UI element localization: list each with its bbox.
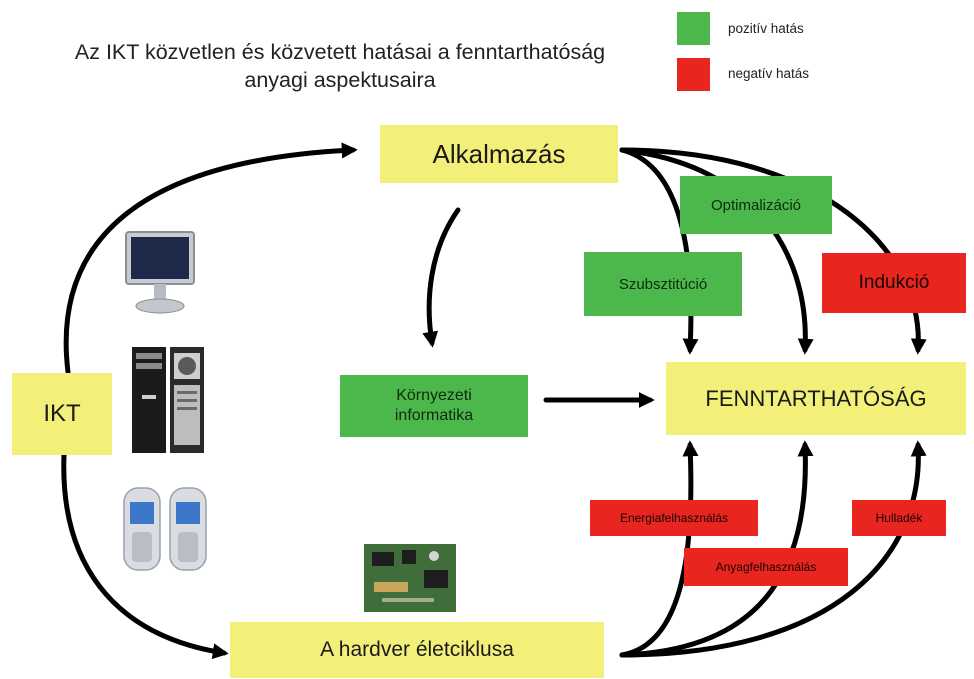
arrow-alkalmazas-to-kornyezeti [422, 207, 461, 348]
node-hardver-eletciklusa: A hardver életciklusa [230, 622, 604, 678]
node-kornyezeti-line1: Környezeti [396, 387, 472, 404]
arrow-hardver-energia [619, 440, 699, 658]
effect-hulladek: Hulladék [852, 500, 946, 536]
mobile-phones-icon [123, 487, 207, 571]
legend-positive-label: pozitív hatás [728, 21, 804, 36]
effect-anyagfelhasznalas: Anyagfelhasználás [684, 548, 848, 586]
legend-positive-swatch [677, 12, 710, 45]
diagram-title-line1: Az IKT közvetlen és közvetett hatásai a … [74, 40, 606, 64]
legend-negative-swatch [677, 58, 710, 91]
node-ikt: IKT [12, 373, 112, 455]
circuit-board-icon [364, 544, 456, 612]
effect-indukcio: Indukció [822, 253, 966, 313]
node-fenntarthatosag: FENNTARTHATÓSÁG [666, 362, 966, 435]
effect-optimalizacio: Optimalizáció [680, 176, 832, 234]
effect-energiafelhasznalas: Energiafelhasználás [590, 500, 758, 536]
arrow-ikt-to-hardver [61, 452, 229, 660]
node-kornyezeti-informatika: Környezeti informatika [340, 375, 528, 437]
node-alkalmazas: Alkalmazás [380, 125, 618, 183]
diagram-title-line2: anyagi aspektusaira [244, 68, 436, 92]
node-kornyezeti-line2: informatika [394, 407, 474, 424]
computer-tower-icon [132, 347, 204, 453]
arrow-ikt-to-alkalmazas [63, 142, 358, 375]
monitor-icon [125, 231, 195, 314]
arrow-hardver-hulladek [619, 440, 927, 658]
effect-szubsztitucio: Szubsztitúció [584, 252, 742, 316]
arrow-hardver-anyag [619, 440, 814, 658]
diagram-title: Az IKT közvetlen és közvetett hatásai a … [20, 38, 660, 94]
legend-negative-label: negatív hatás [728, 66, 810, 81]
